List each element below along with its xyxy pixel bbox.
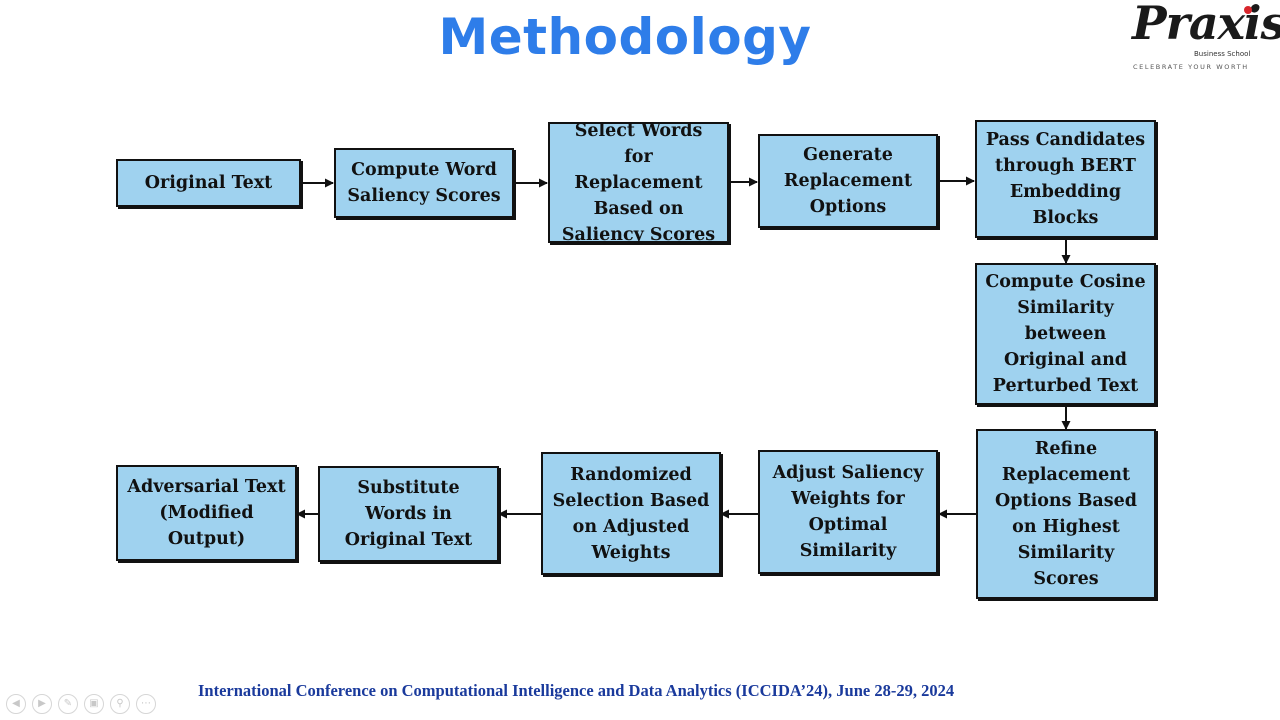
next-icon[interactable]: ▶ [32,694,52,714]
prev-icon[interactable]: ◀ [6,694,26,714]
slide-title: Methodology [438,8,812,66]
footer-conference: International Conference on Computationa… [198,681,955,700]
logo-subtitle: Business School [1194,50,1251,58]
logo-tagline: CELEBRATE YOUR WORTH [1133,63,1249,71]
node-compute-saliency: Compute Word Saliency Scores [334,148,514,218]
node-bert-blocks: Pass Candidates through BERT Embedding B… [975,120,1156,238]
zoom-icon[interactable]: ⚲ [110,694,130,714]
more-icon[interactable]: ⋯ [136,694,156,714]
slides-icon[interactable]: ▣ [84,694,104,714]
node-adjust-weights: Adjust Saliency Weights for Optimal Simi… [758,450,938,574]
node-cosine-similarity: Compute Cosine Similarity between Origin… [975,263,1156,405]
node-substitute-words: Substitute Words in Original Text [318,466,499,562]
node-select-words: Select Words for Replacement Based on Sa… [548,121,729,245]
slideshow-controls: ◀ ▶ ✎ ▣ ⚲ ⋯ [6,694,156,714]
node-original-text: Original Text [116,159,301,207]
node-randomized-selection: Randomized Selection Based on Adjusted W… [541,452,721,575]
logo-dot [1244,6,1252,14]
praxis-logo: Praxis Business School CELEBRATE YOUR WO… [1128,0,1280,76]
pen-icon[interactable]: ✎ [58,694,78,714]
node-generate-options: Generate Replacement Options [758,134,938,228]
node-refine-options: Refine Replacement Options Based on High… [976,429,1156,599]
node-adversarial-text: Adversarial Text (Modified Output) [116,465,297,561]
logo-wordmark: Praxis [1132,0,1280,50]
